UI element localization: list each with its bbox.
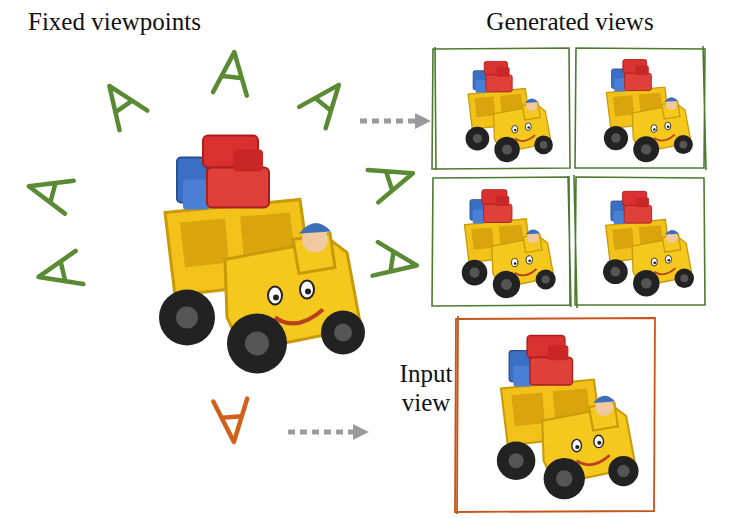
heading-text: Generated views xyxy=(430,8,710,37)
view-group: Input view xyxy=(395,360,457,450)
section-label: Fixed viewpoints xyxy=(28,8,201,37)
heading-text: Input view xyxy=(395,360,457,418)
view-group: Generated views xyxy=(430,4,710,48)
